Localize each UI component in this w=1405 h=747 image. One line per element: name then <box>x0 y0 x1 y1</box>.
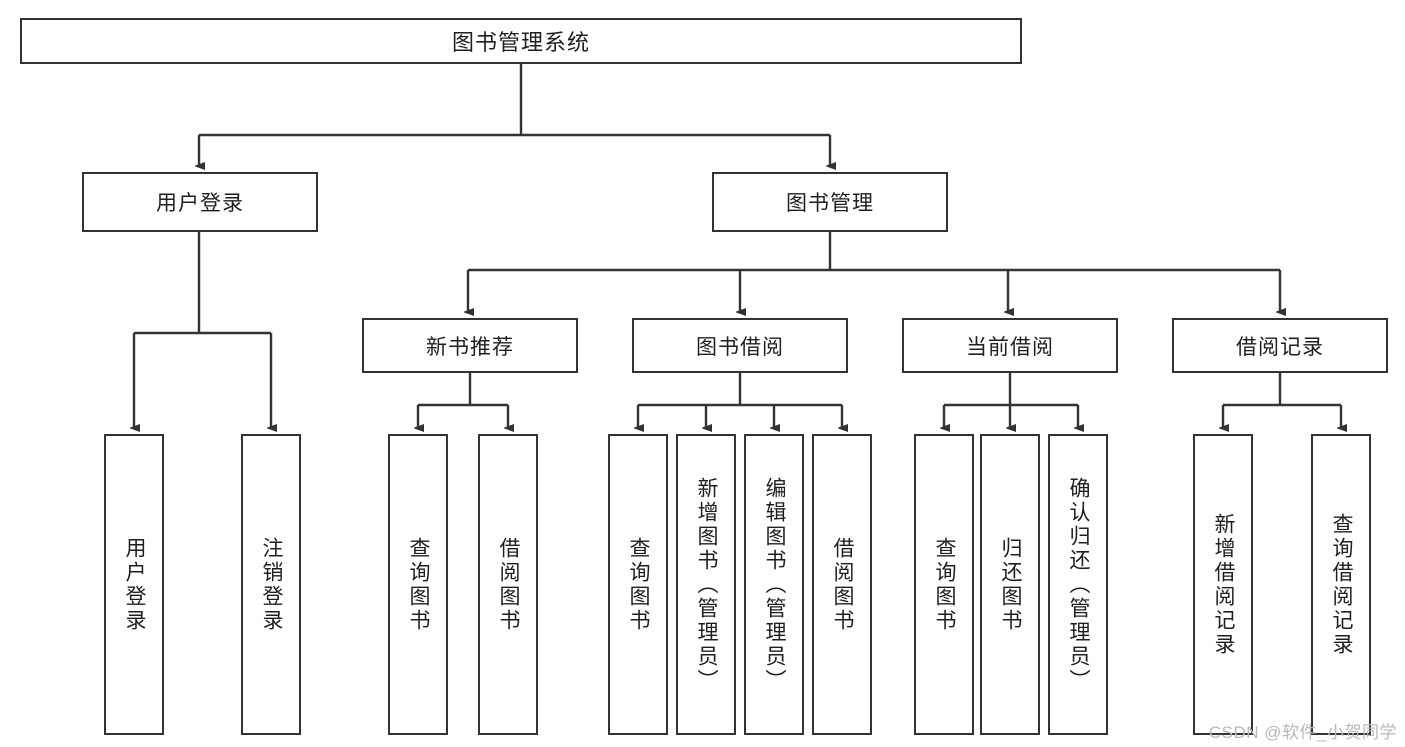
leaf-records-add-record[interactable]: 新增借阅记录 <box>1193 434 1253 735</box>
leaf-newbook-borrow-book[interactable]: 借阅图书 <box>478 434 538 735</box>
leaf-current-query-book[interactable]: 查询图书 <box>914 434 974 735</box>
leaf-label: 查询图书 <box>933 536 957 633</box>
leaf-borrow-query-book[interactable]: 查询图书 <box>608 434 668 735</box>
node-book-management[interactable]: 图书管理 <box>712 172 948 232</box>
node-new-book-recommend[interactable]: 新书推荐 <box>362 318 578 373</box>
leaf-label: 借阅图书 <box>497 536 521 633</box>
leaf-label: 归还图书 <box>999 536 1023 633</box>
leaf-label: 新增借阅记录 <box>1212 512 1236 657</box>
leaf-label: 确认归还（管理员） <box>1067 476 1091 693</box>
node-label: 图书管理 <box>786 192 874 215</box>
node-label: 用户登录 <box>156 192 244 215</box>
leaf-label: 查询借阅记录 <box>1330 512 1354 657</box>
watermark: CSDN @软件_小贺同学 <box>1208 723 1397 742</box>
node-borrow-records[interactable]: 借阅记录 <box>1172 318 1388 373</box>
leaf-label: 新增图书（管理员） <box>695 476 719 693</box>
node-current-borrow[interactable]: 当前借阅 <box>902 318 1118 373</box>
node-label: 图书借阅 <box>696 335 784 359</box>
leaf-label: 编辑图书（管理员） <box>763 476 787 693</box>
node-label: 当前借阅 <box>966 335 1054 359</box>
leaf-label: 查询图书 <box>407 536 431 633</box>
leaf-logout[interactable]: 注销登录 <box>241 434 301 735</box>
leaf-current-return-book[interactable]: 归还图书 <box>980 434 1040 735</box>
node-label: 图书管理系统 <box>451 30 590 55</box>
leaf-label: 借阅图书 <box>831 536 855 633</box>
leaf-records-query-record[interactable]: 查询借阅记录 <box>1311 434 1371 735</box>
node-user-login[interactable]: 用户登录 <box>82 172 318 232</box>
node-root-book-management-system[interactable]: 图书管理系统 <box>20 18 1022 64</box>
leaf-borrow-add-book-admin[interactable]: 新增图书（管理员） <box>676 434 736 735</box>
leaf-borrow-borrow-book[interactable]: 借阅图书 <box>812 434 872 735</box>
node-label: 借阅记录 <box>1236 335 1324 359</box>
leaf-label: 用户登录 <box>123 536 147 633</box>
leaf-user-login[interactable]: 用户登录 <box>104 434 164 735</box>
leaf-newbook-query-book[interactable]: 查询图书 <box>388 434 448 735</box>
leaf-borrow-edit-book-admin[interactable]: 编辑图书（管理员） <box>744 434 804 735</box>
leaf-label: 注销登录 <box>260 536 284 633</box>
leaf-label: 查询图书 <box>627 536 651 633</box>
node-label: 新书推荐 <box>426 335 514 359</box>
leaf-current-confirm-return-admin[interactable]: 确认归还（管理员） <box>1048 434 1108 735</box>
node-book-borrow[interactable]: 图书借阅 <box>632 318 848 373</box>
